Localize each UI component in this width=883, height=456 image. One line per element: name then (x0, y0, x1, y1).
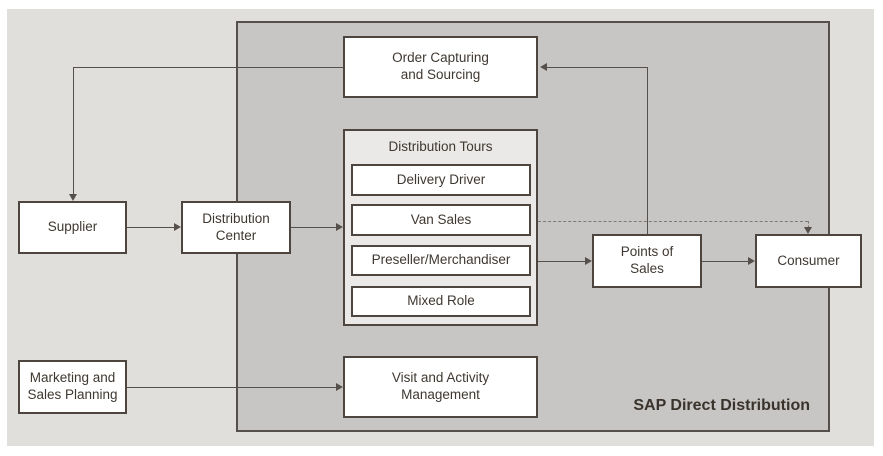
arrowhead-into-visit-management-icon (336, 383, 343, 391)
node-points-of-sales: Points of Sales (592, 234, 702, 288)
node-supplier: Supplier (18, 201, 127, 254)
arrowhead-into-distribution-center-icon (174, 223, 181, 231)
edge-points-of-sales-to-order-capturing-vertical (647, 67, 648, 234)
arrowhead-into-order-capturing-icon (540, 63, 547, 71)
edge-van-sales-to-consumer-dashed-horizontal (538, 221, 808, 222)
node-van-sales: Van Sales (351, 204, 531, 236)
node-distribution-center: Distribution Center (181, 201, 291, 254)
edge-tours-to-points-of-sales (538, 261, 585, 262)
diagram-title: SAP Direct Distribution (633, 397, 810, 414)
arrowhead-into-tours-icon (336, 223, 343, 231)
distribution-tours-title: Distribution Tours (388, 139, 493, 154)
node-visit-and-activity-management: Visit and Activity Management (343, 356, 538, 418)
edge-points-of-sales-to-order-capturing-horizontal (547, 67, 647, 68)
node-marketing-and-sales-planning: Marketing and Sales Planning (18, 360, 127, 414)
edge-order-capturing-to-supplier-vertical (73, 67, 74, 194)
node-delivery-driver: Delivery Driver (351, 164, 531, 196)
node-order-capturing-and-sourcing: Order Capturing and Sourcing (343, 36, 538, 98)
edge-distribution-center-to-tours (291, 227, 336, 228)
arrowhead-dashed-into-consumer-icon (804, 227, 812, 234)
edge-van-sales-to-consumer-dashed-vertical (808, 221, 809, 228)
edge-order-capturing-to-supplier-horizontal (73, 67, 343, 68)
arrowhead-into-consumer-icon (748, 257, 755, 265)
edge-supplier-to-distribution-center (127, 227, 174, 228)
edge-marketing-to-visit-management (127, 387, 336, 388)
node-consumer: Consumer (755, 234, 862, 288)
node-preseller-merchandiser: Preseller/Merchandiser (351, 245, 531, 276)
edge-points-of-sales-to-consumer (702, 261, 748, 262)
arrowhead-into-supplier-icon (69, 194, 77, 201)
arrowhead-into-points-of-sales-icon (585, 257, 592, 265)
node-mixed-role: Mixed Role (351, 286, 531, 317)
